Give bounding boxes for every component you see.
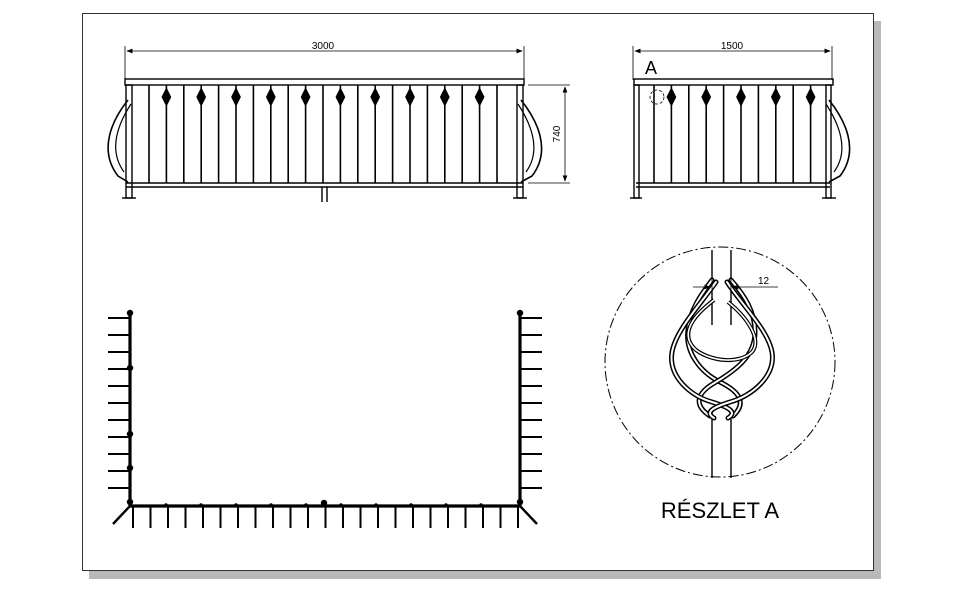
side-width-label: 1500 bbox=[721, 41, 744, 52]
baluster-knot bbox=[736, 87, 746, 107]
plan-post-dot bbox=[320, 499, 328, 507]
baluster-knot bbox=[265, 87, 276, 107]
plan-knot-dot bbox=[199, 503, 203, 507]
baluster-knot bbox=[439, 87, 450, 107]
plan-knot-dot bbox=[304, 503, 308, 507]
side-balusters bbox=[653, 85, 816, 183]
baluster-knot bbox=[196, 87, 207, 107]
baluster-knot bbox=[805, 87, 816, 107]
detail-dim-label: 12 bbox=[758, 276, 770, 287]
baluster-knot bbox=[666, 87, 677, 107]
baluster-knot bbox=[370, 87, 381, 107]
plan-post-dot bbox=[516, 309, 524, 317]
view-label-a: A bbox=[645, 58, 657, 78]
plan-knot-dot bbox=[339, 503, 343, 507]
plan-post-dot bbox=[516, 498, 524, 506]
plan-view bbox=[108, 309, 542, 528]
baluster-knot bbox=[474, 87, 485, 107]
baluster-knot bbox=[231, 87, 241, 107]
plan-post-dot bbox=[126, 430, 134, 438]
baluster-knot bbox=[701, 87, 712, 107]
plan-knot-dot bbox=[409, 503, 413, 507]
detail-title: RÉSZLET A bbox=[661, 498, 780, 523]
plan-knot-dot bbox=[234, 503, 238, 507]
plan-post-dot bbox=[126, 309, 134, 317]
front-height-label: 740 bbox=[552, 125, 563, 142]
baluster-knot bbox=[405, 87, 415, 107]
plan-post-dot bbox=[126, 464, 134, 472]
plan-post-dot bbox=[126, 364, 134, 372]
side-elevation bbox=[630, 46, 851, 199]
plan-knot-dot bbox=[374, 503, 378, 507]
plan-post-dot bbox=[126, 498, 134, 506]
front-elevation bbox=[107, 46, 570, 202]
plan-knot-dot bbox=[479, 503, 483, 507]
front-width-label: 3000 bbox=[312, 41, 335, 52]
plan-knot-dot bbox=[164, 503, 168, 507]
baluster-knot bbox=[335, 87, 346, 107]
baluster-knot bbox=[161, 87, 172, 107]
baluster-knot bbox=[300, 87, 311, 107]
detail-a bbox=[604, 246, 836, 478]
baluster-knot bbox=[770, 87, 781, 107]
plan-knot-dot bbox=[444, 503, 448, 507]
plan-knot-dot bbox=[269, 503, 273, 507]
front-balusters bbox=[148, 85, 498, 183]
